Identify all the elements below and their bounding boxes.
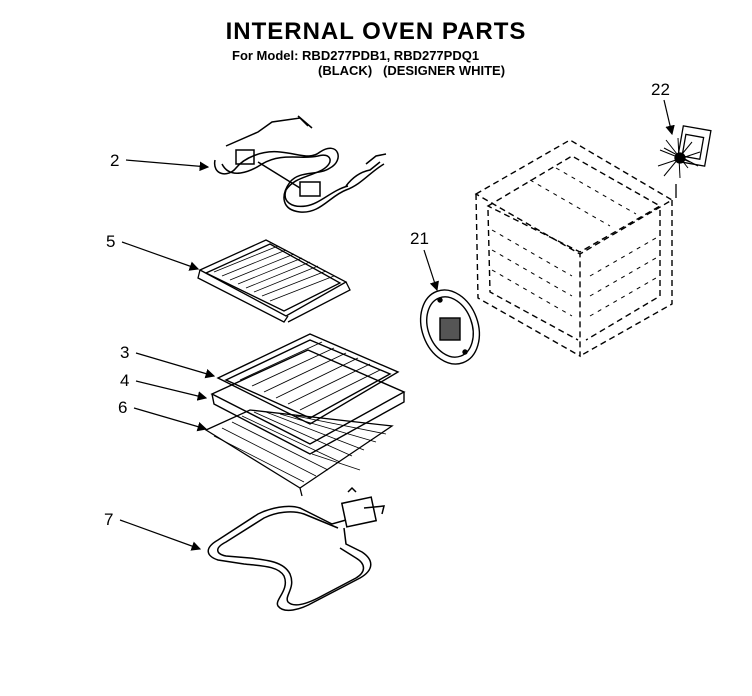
leader-5 [121,241,200,271]
leader-2 [125,159,210,172]
callout-6: 6 [118,398,128,417]
oven-cavity [474,139,674,358]
broiler-grid [216,333,400,425]
callout-4: 4 [120,371,130,390]
broil-pan [210,349,406,455]
leader-22 [663,99,675,136]
leader-4 [135,380,208,401]
leader-6 [133,407,208,432]
bake-element [207,486,385,612]
callout-21: 21 [410,229,429,248]
broil-element [213,115,387,213]
leader-7 [119,519,202,551]
model-line: For Model: RBD277PDB1, RBD277PDQ1 [232,48,480,63]
color-line: (BLACK) (DESIGNER WHITE) [318,63,506,78]
leader-3 [135,352,216,379]
callout-3: 3 [120,343,130,362]
oven-rack [204,409,394,497]
diagram-title: INTERNAL OVEN PARTS [225,18,527,45]
callout-22: 22 [651,80,670,99]
callout-7: 7 [104,510,114,529]
broil-tray [197,239,351,323]
fan-cover [419,289,481,365]
callout-5: 5 [106,232,116,251]
callout-2: 2 [110,151,120,170]
fan-motor [657,125,712,198]
leader-21 [423,249,439,292]
